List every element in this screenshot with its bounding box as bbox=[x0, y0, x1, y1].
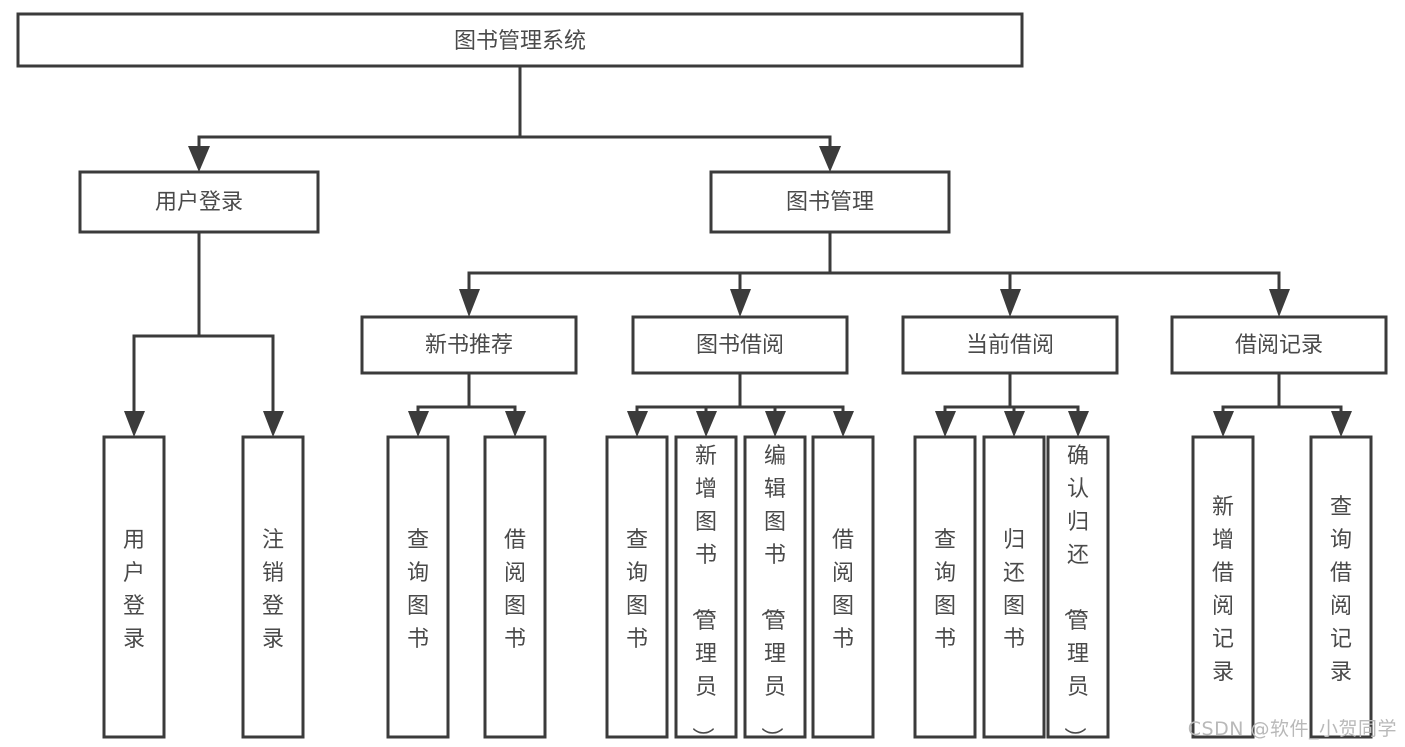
node-leaf-query-record[interactable]: 查询借阅记录 bbox=[1309, 435, 1373, 739]
node-leaf-borrow-book-1-label: 借阅图书 bbox=[504, 528, 526, 652]
node-new-book-recommend-label: 新书推荐 bbox=[425, 333, 513, 358]
node-leaf-query-book-1-label: 查询图书 bbox=[407, 528, 429, 652]
node-user-login[interactable]: 用户登录 bbox=[78, 170, 320, 234]
node-leaf-confirm-return[interactable]: 确认归还（管理员） bbox=[1046, 435, 1110, 747]
node-leaf-logout[interactable]: 注销登录 bbox=[241, 435, 305, 739]
node-borrow-record[interactable]: 借阅记录 bbox=[1170, 315, 1388, 375]
node-leaf-confirm-return-box[interactable] bbox=[1046, 435, 1110, 739]
arrow-to-leaf-add-record bbox=[1213, 411, 1234, 437]
node-user-login-box[interactable] bbox=[78, 170, 320, 234]
node-leaf-query-book-1[interactable]: 查询图书 bbox=[386, 435, 450, 739]
node-leaf-query-book-2-label: 查询图书 bbox=[626, 528, 648, 652]
node-leaf-query-book-2-box[interactable] bbox=[605, 435, 669, 739]
node-book-borrow-label: 图书借阅 bbox=[696, 333, 784, 358]
node-root-label: 图书管理系统 bbox=[454, 29, 586, 54]
node-leaf-borrow-book-2-label: 借阅图书 bbox=[832, 528, 854, 652]
node-leaf-edit-book-box[interactable] bbox=[743, 435, 807, 739]
node-user-login-label: 用户登录 bbox=[155, 190, 243, 215]
node-book-manage[interactable]: 图书管理 bbox=[709, 170, 951, 234]
arrow-to-leaf-query-book-3 bbox=[935, 411, 956, 437]
node-leaf-edit-book[interactable]: 编辑图书（管理员） bbox=[743, 435, 807, 747]
arrow-to-book-manage bbox=[819, 146, 841, 172]
node-current-borrow-box[interactable] bbox=[901, 315, 1119, 375]
arrow-to-leaf-logout bbox=[263, 411, 284, 437]
arrow-to-leaf-query-record bbox=[1331, 411, 1352, 437]
arrow-to-leaf-borrow-book-1 bbox=[505, 411, 526, 437]
node-root-box[interactable] bbox=[16, 12, 1024, 68]
node-leaf-confirm-return-label: 确认归还（管理员） bbox=[1061, 444, 1089, 747]
node-leaf-query-book-3[interactable]: 查询图书 bbox=[913, 435, 977, 739]
node-leaf-borrow-book-2-box[interactable] bbox=[811, 435, 875, 739]
node-book-manage-box[interactable] bbox=[709, 170, 951, 234]
node-borrow-record-box[interactable] bbox=[1170, 315, 1388, 375]
node-leaf-user-login-label: 用户登录 bbox=[123, 528, 145, 652]
arrow-to-book-borrow bbox=[730, 289, 751, 317]
node-leaf-query-book-2[interactable]: 查询图书 bbox=[605, 435, 669, 739]
node-leaf-add-record-label: 新增借阅记录 bbox=[1212, 495, 1234, 685]
node-new-book-recommend-box[interactable] bbox=[360, 315, 578, 375]
arrow-to-leaf-borrow-book-2 bbox=[833, 411, 854, 437]
node-leaf-query-record-box[interactable] bbox=[1309, 435, 1373, 739]
node-book-manage-label: 图书管理 bbox=[786, 190, 874, 215]
node-leaf-return-book-box[interactable] bbox=[982, 435, 1046, 739]
arrow-to-leaf-edit-book bbox=[765, 411, 786, 437]
node-leaf-borrow-book-2[interactable]: 借阅图书 bbox=[811, 435, 875, 739]
node-current-borrow-label: 当前借阅 bbox=[966, 333, 1054, 358]
arrow-to-leaf-user-login bbox=[124, 411, 145, 437]
node-book-borrow[interactable]: 图书借阅 bbox=[631, 315, 849, 375]
arrow-to-leaf-return-book bbox=[1004, 411, 1025, 437]
node-book-borrow-box[interactable] bbox=[631, 315, 849, 375]
arrow-to-borrow-record bbox=[1269, 289, 1290, 317]
node-leaf-add-book-box[interactable] bbox=[674, 435, 738, 739]
node-root[interactable]: 图书管理系统 bbox=[16, 12, 1024, 68]
node-leaf-add-book[interactable]: 新增图书（管理员） bbox=[674, 435, 738, 747]
node-leaf-query-book-3-label: 查询图书 bbox=[934, 528, 956, 652]
arrow-to-leaf-query-book-1 bbox=[408, 411, 429, 437]
node-new-book-recommend[interactable]: 新书推荐 bbox=[360, 315, 578, 375]
arrow-to-leaf-query-book-2 bbox=[627, 411, 648, 437]
arrow-to-new-book-recommend bbox=[459, 289, 480, 317]
node-leaf-logout-box[interactable] bbox=[241, 435, 305, 739]
node-leaf-query-book-1-box[interactable] bbox=[386, 435, 450, 739]
node-leaf-borrow-book-1[interactable]: 借阅图书 bbox=[483, 435, 547, 739]
node-borrow-record-label: 借阅记录 bbox=[1235, 333, 1323, 358]
arrow-to-user-login bbox=[188, 146, 210, 172]
node-leaf-add-record-box[interactable] bbox=[1191, 435, 1255, 739]
arrow-to-leaf-confirm-return bbox=[1068, 411, 1089, 437]
node-leaf-borrow-book-1-box[interactable] bbox=[483, 435, 547, 739]
node-leaf-edit-book-label: 编辑图书（管理员） bbox=[758, 444, 786, 747]
arrow-to-leaf-add-book bbox=[696, 411, 717, 437]
node-leaf-user-login-box[interactable] bbox=[102, 435, 166, 739]
arrowhead-layer bbox=[124, 146, 1352, 437]
node-leaf-logout-label: 注销登录 bbox=[262, 528, 284, 652]
node-leaf-user-login[interactable]: 用户登录 bbox=[102, 435, 166, 739]
node-leaf-query-book-3-box[interactable] bbox=[913, 435, 977, 739]
node-leaf-return-book-label: 归还图书 bbox=[1003, 528, 1025, 652]
arrow-to-current-borrow bbox=[1000, 289, 1021, 317]
node-leaf-return-book[interactable]: 归还图书 bbox=[982, 435, 1046, 739]
node-leaf-query-record-label: 查询借阅记录 bbox=[1330, 495, 1352, 685]
node-leaf-add-record[interactable]: 新增借阅记录 bbox=[1191, 435, 1255, 739]
node-current-borrow[interactable]: 当前借阅 bbox=[901, 315, 1119, 375]
node-leaf-add-book-label: 新增图书（管理员） bbox=[689, 444, 717, 747]
